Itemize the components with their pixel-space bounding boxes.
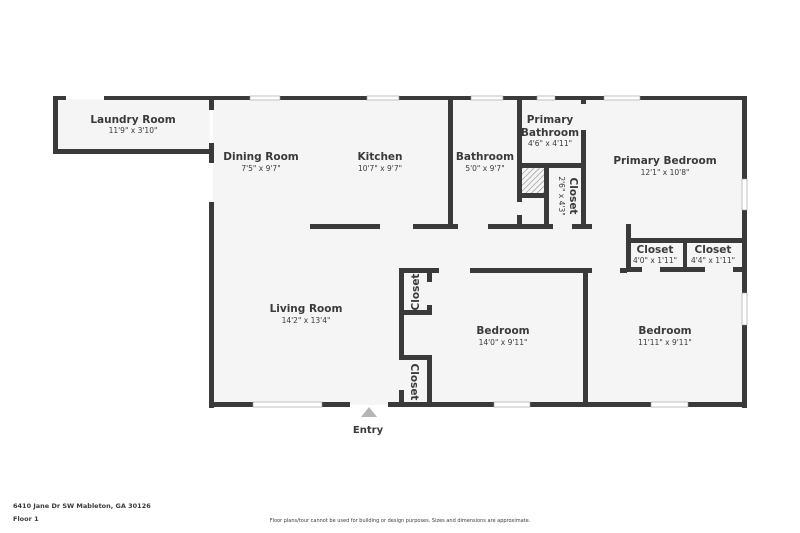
room-primary-bath-name2: Bathroom	[521, 127, 579, 139]
room-closet-4-name: Closet	[410, 274, 422, 311]
entry-arrow-icon	[361, 407, 377, 417]
room-laundry-name: Laundry Room	[90, 114, 175, 126]
room-bedroom-1-name: Bedroom	[476, 325, 529, 337]
room-living-name: Living Room	[270, 303, 343, 315]
room-bathroom-dims: 5'0" x 9'7"	[465, 164, 504, 173]
room-closet-5-name: Closet	[408, 364, 420, 401]
room-kitchen-name: Kitchen	[357, 151, 402, 163]
floor-label: Floor 1	[13, 515, 39, 523]
room-living-dims: 14'2" x 13'4"	[282, 316, 331, 325]
entry-label: Entry	[352, 425, 384, 436]
room-closet-2-name: Closet	[637, 244, 674, 256]
room-bedroom-2-dims: 11'11" x 9'11"	[638, 338, 692, 347]
room-primary-bath-name: Primary	[527, 114, 574, 126]
room-closet-3-dims: 4'4" x 1'11"	[691, 256, 735, 265]
room-closet-3-name: Closet	[695, 244, 732, 256]
room-bedroom-2-name: Bedroom	[638, 325, 691, 337]
room-primary-bedroom-dims: 12'1" x 10'8"	[641, 168, 690, 177]
room-closet-1-name: Closet	[567, 178, 579, 215]
room-closet-2-dims: 4'0" x 1'11"	[633, 256, 677, 265]
property-address: 6410 Jane Dr SW Mableton, GA 30126	[13, 502, 151, 510]
room-kitchen-dims: 10'7" x 9'7"	[358, 164, 402, 173]
room-dining-name: Dining Room	[223, 151, 299, 163]
room-bedroom-1-dims: 14'0" x 9'11"	[479, 338, 528, 347]
room-primary-bedroom-name: Primary Bedroom	[613, 155, 716, 167]
floor-fills	[57, 99, 743, 405]
room-primary-bath-dims: 4'6" x 4'11"	[528, 139, 572, 148]
room-dining-dims: 7'5" x 9'7"	[241, 164, 280, 173]
room-laundry-dims: 11'9" x 3'10"	[109, 126, 158, 135]
room-closet-1-dims: 2'6" x 4'3"	[557, 176, 566, 215]
disclaimer: Floor plans/tour cannot be used for buil…	[269, 518, 531, 524]
shaft-hatch	[522, 168, 544, 193]
room-bathroom-name: Bathroom	[456, 151, 514, 163]
room-labels: Laundry Room 11'9" x 3'10" Dining Room 7…	[90, 114, 735, 400]
walls	[53, 96, 747, 408]
windows	[249, 95, 748, 408]
